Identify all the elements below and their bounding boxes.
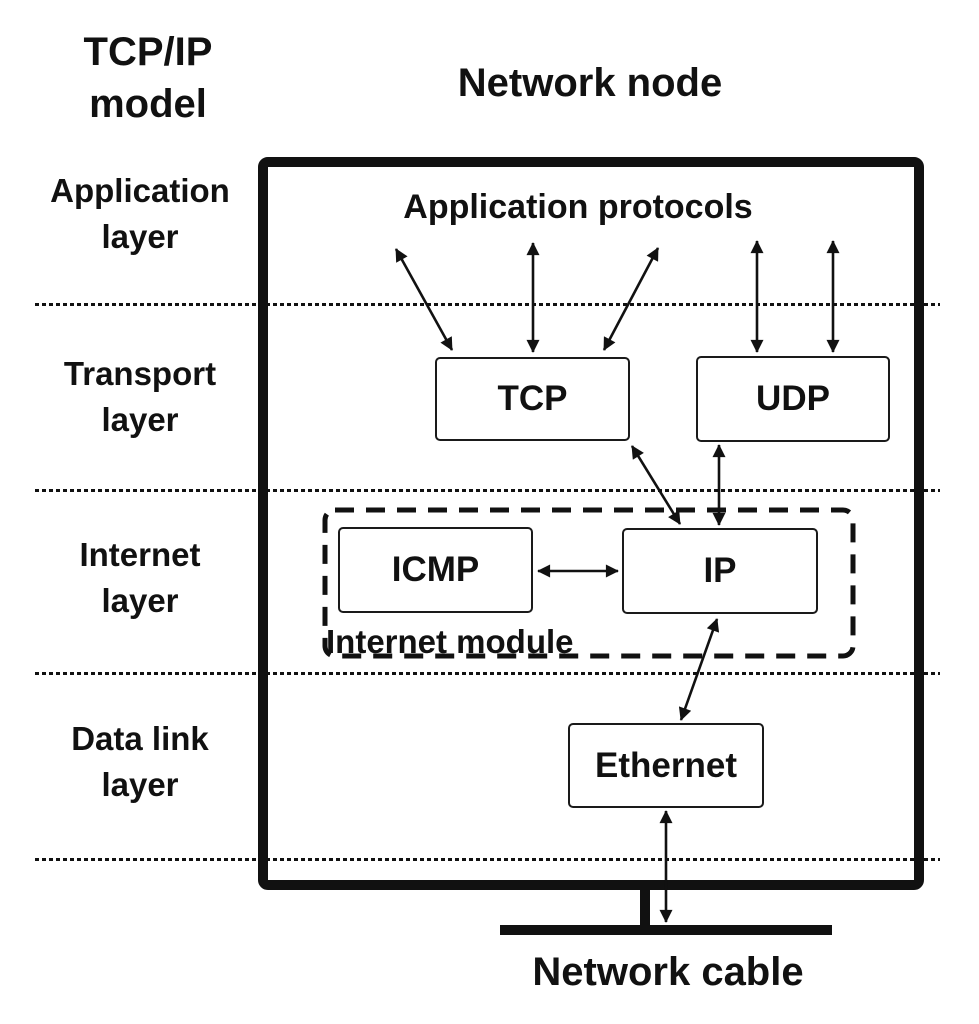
ip-label: IP bbox=[703, 551, 737, 590]
layer-label-application: Application layer bbox=[50, 172, 230, 256]
ethernet-box: Ethernet bbox=[568, 723, 764, 808]
ip-box: IP bbox=[622, 528, 818, 614]
layer-label-data-link: Data link layer bbox=[71, 720, 209, 804]
application-protocols-label: Application protocols bbox=[403, 188, 753, 226]
layer-separator-3 bbox=[35, 672, 940, 675]
tcpip-model-title: TCP/IP model bbox=[83, 30, 213, 126]
layer-label-transport: Transport layer bbox=[63, 355, 217, 439]
icmp-label: ICMP bbox=[391, 550, 480, 589]
network-cable-bar bbox=[500, 925, 832, 935]
icmp-box: ICMP bbox=[338, 527, 533, 613]
tcp-box: TCP bbox=[435, 357, 630, 441]
udp-label: UDP bbox=[756, 379, 830, 418]
layer-label-internet: Internet layer bbox=[79, 536, 201, 620]
tcp-label: TCP bbox=[497, 379, 568, 418]
ethernet-label: Ethernet bbox=[595, 745, 737, 785]
layer-separator-2 bbox=[35, 489, 940, 492]
network-cable-stub bbox=[640, 886, 650, 927]
network-node-box bbox=[258, 157, 924, 890]
layer-separator-4 bbox=[35, 858, 940, 861]
udp-box: UDP bbox=[696, 356, 890, 442]
network-cable-label: Network cable bbox=[532, 950, 804, 994]
internet-module-label: Internet module bbox=[326, 623, 574, 660]
network-node-title: Network node bbox=[457, 61, 723, 105]
layer-separator-1 bbox=[35, 303, 940, 306]
